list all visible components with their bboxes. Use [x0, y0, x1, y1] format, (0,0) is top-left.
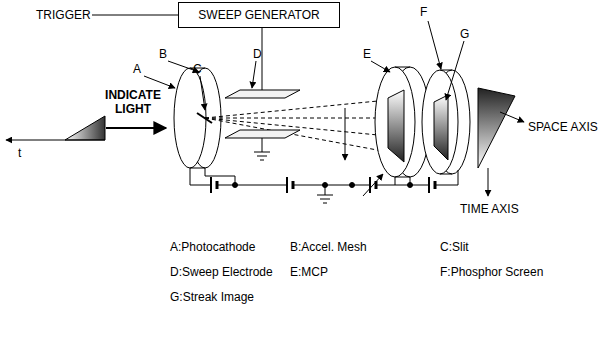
- bias-circuit: [190, 168, 458, 203]
- disc-edge: [190, 168, 205, 169]
- slit: [197, 113, 212, 123]
- part-letter: C: [193, 62, 202, 76]
- sweep-generator-box: SWEEP GENERATOR: [178, 2, 340, 28]
- part-letter: F: [420, 5, 427, 19]
- pulse-wedge: [65, 116, 105, 140]
- leader-arrow: [252, 61, 256, 88]
- disc-edge: [395, 67, 410, 68]
- battery-symbol: [216, 181, 219, 189]
- space-axis-arrow: [500, 112, 524, 122]
- variable-arrow: [363, 174, 383, 196]
- streak-image: [434, 95, 448, 160]
- ground-wire: [262, 138, 263, 152]
- leader-arrow: [371, 61, 390, 72]
- output-axes: [478, 88, 524, 196]
- light-arrow: [106, 127, 166, 129]
- electron-path: [205, 118, 388, 152]
- junction-dot: [233, 183, 238, 188]
- phosphor-disc: [422, 70, 458, 174]
- trigger-wire: [92, 15, 178, 16]
- part-letter: G: [460, 27, 469, 41]
- legend-key: A:Photocathode: [170, 240, 255, 254]
- ground-symbol: [260, 160, 264, 161]
- wire: [190, 168, 191, 185]
- battery-symbol: [292, 181, 295, 189]
- streak-wedge: [478, 88, 515, 168]
- electron-path: [205, 118, 388, 119]
- disc-edge: [440, 174, 452, 175]
- disc-edge: [395, 177, 410, 178]
- legend-key: B:Accel. Mesh: [290, 240, 367, 254]
- junction-dot: [408, 183, 413, 188]
- photocathode-disc: [174, 68, 206, 168]
- leader-arrow: [446, 41, 464, 100]
- time-axis-arrow: [488, 168, 489, 196]
- electron-path: [205, 100, 388, 118]
- sweep-direction-arrow: [345, 108, 346, 160]
- streak-trace: [388, 90, 404, 162]
- leader-arrow: [144, 76, 175, 88]
- part-letter: A: [133, 62, 141, 76]
- legend-key: F:Phosphor Screen: [440, 265, 543, 279]
- wire: [395, 177, 396, 185]
- leader-arrow: [428, 21, 441, 69]
- electron-path: [205, 118, 388, 136]
- wire: [458, 170, 459, 185]
- legend-key: E:MCP: [290, 265, 328, 279]
- disc-edge: [440, 70, 452, 71]
- battery-symbol: [369, 177, 371, 193]
- battery-symbol: [434, 181, 437, 189]
- phosphor-discs: [422, 70, 470, 174]
- part-letter: E: [363, 47, 371, 61]
- sweep-electrodes: [225, 90, 300, 138]
- battery-symbol: [428, 177, 430, 193]
- battery-symbol: [286, 177, 288, 193]
- legend-key: C:Slit: [440, 240, 469, 254]
- ground-symbol: [254, 152, 270, 153]
- junction-dot: [323, 183, 328, 188]
- legend-key: D:Sweep Electrode: [170, 265, 273, 279]
- part-letter: D: [253, 47, 262, 61]
- mcp-disc: [375, 67, 415, 177]
- axis-label: TIME AXIS: [460, 202, 519, 216]
- box-text: SWEEP GENERATOR: [198, 8, 319, 22]
- battery-symbol: [210, 177, 212, 193]
- time-arrow: [6, 140, 105, 141]
- leader-arrow: [200, 76, 205, 110]
- wire: [205, 168, 235, 185]
- trigger-label: TRIGGER: [36, 8, 91, 22]
- light-time-wedge: [6, 116, 166, 140]
- input-label: INDICATE LIGHT: [98, 88, 168, 116]
- junction-dot: [350, 183, 355, 188]
- ground-symbol: [317, 195, 333, 196]
- sweep-plate: [225, 90, 300, 98]
- ground-symbol: [257, 156, 267, 157]
- ground-symbol: [320, 199, 330, 200]
- sweep-plate: [225, 130, 300, 138]
- part-letter: B: [159, 47, 167, 61]
- legend-key: G:Streak Image: [170, 290, 254, 304]
- electron-paths: [205, 100, 388, 152]
- axis-label: SPACE AXIS: [528, 120, 598, 134]
- ground-symbol: [323, 203, 327, 204]
- leader-arrows: [144, 21, 464, 110]
- axis-label: t: [18, 146, 21, 160]
